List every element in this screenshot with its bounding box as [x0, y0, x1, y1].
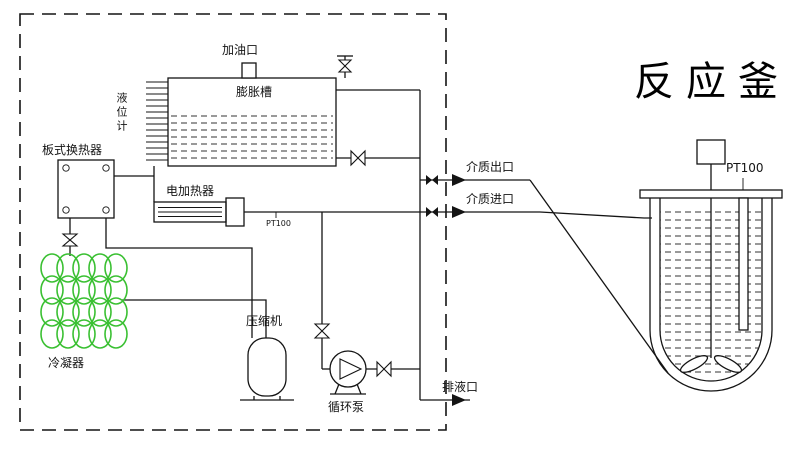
pump-discharge-valve-icon: [376, 360, 392, 378]
flow-arrows: [452, 174, 466, 406]
electric-heater-label: 电加热器: [166, 184, 215, 198]
circulation-pump-label: 循环泵: [328, 400, 365, 414]
tank-liquid-hatch: [171, 115, 333, 159]
medium-piping: [114, 72, 669, 401]
tank-outlet-valve-icon: [350, 149, 366, 167]
medium-inlet-arrow-icon: [452, 206, 466, 218]
outlet-line-valve-icon: [426, 175, 438, 185]
condenser-coil-shape: [40, 253, 128, 349]
pump-suction-valve-icon: [313, 323, 331, 339]
electric-heater-shape: [153, 197, 245, 227]
agitator-shape: [679, 139, 743, 373]
reactor-vessel-shape: [639, 139, 783, 392]
heater-pt100-label: PT100: [266, 219, 291, 228]
compressor-label: 压缩机: [246, 314, 283, 328]
valve-symbols: [61, 55, 438, 378]
oil-fill-port-label: 加油口: [222, 43, 259, 57]
tank-vent-valve-icon: [337, 55, 353, 73]
reactor-title: 反应釜: [634, 59, 790, 105]
refrigerant-piping: [69, 218, 267, 338]
expansion-tank-shape: [146, 62, 337, 167]
circulation-pump-shape: [329, 350, 367, 395]
compressor-shape: [240, 337, 294, 401]
drain-arrow-icon: [452, 394, 466, 406]
plate-heat-exchanger-label: 板式换热器: [42, 143, 103, 157]
level-gauge-label: 液位计: [115, 92, 128, 134]
drain-port-label: 排液口: [442, 380, 479, 394]
medium-inlet-label: 介质进口: [466, 192, 515, 206]
plate-heat-exchanger-shape: [57, 159, 115, 219]
unit-enclosure-border: [19, 13, 447, 431]
medium-outlet-label: 介质出口: [466, 160, 515, 174]
inlet-line-valve-icon: [426, 207, 438, 217]
reactor-pt100-label: PT100: [726, 161, 764, 175]
level-gauge-shape: [146, 81, 168, 161]
medium-outlet-arrow-icon: [452, 174, 466, 186]
expansion-tank-label: 膨胀槽: [236, 85, 273, 99]
temperature-probe-shape: [738, 178, 749, 331]
condenser-label: 冷凝器: [48, 356, 85, 370]
expansion-valve-icon: [61, 233, 79, 247]
